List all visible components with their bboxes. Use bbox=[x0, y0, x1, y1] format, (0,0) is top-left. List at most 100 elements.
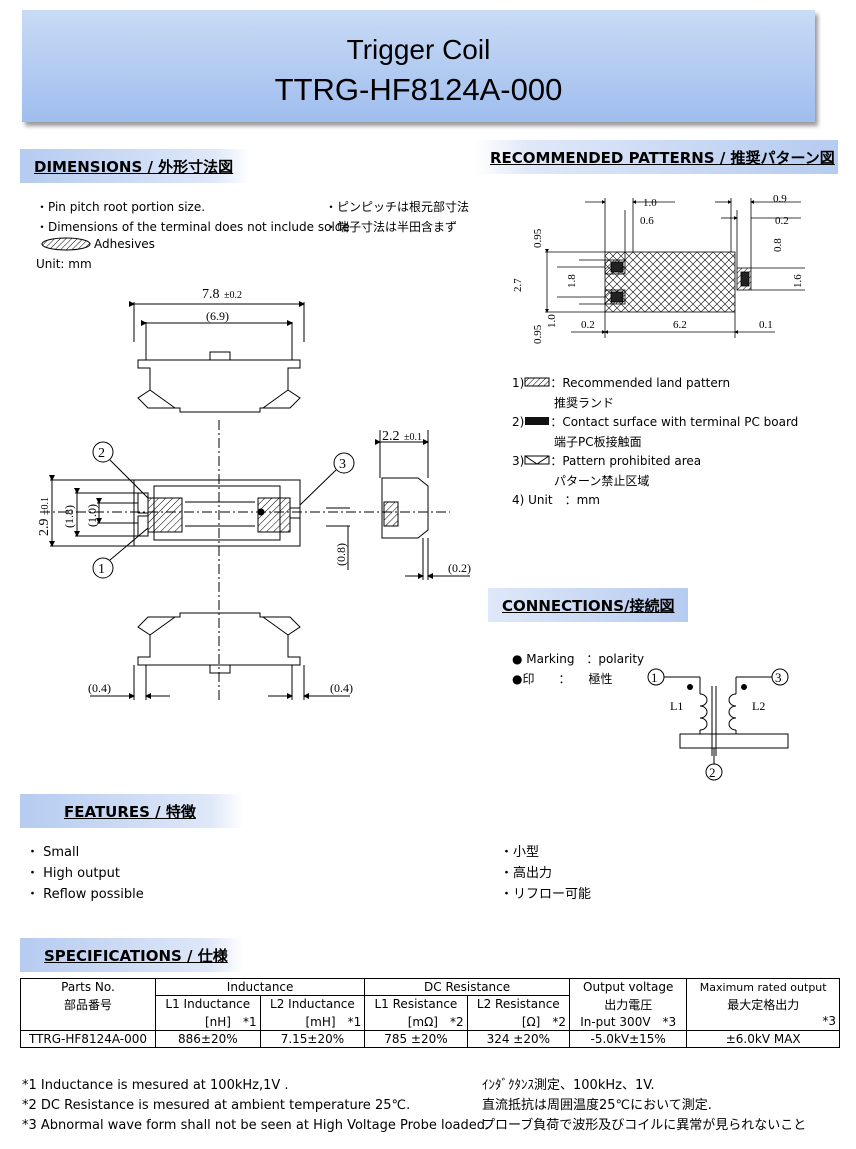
footnotes-en: *1 Inductance is mesured at 100kHz,1V . … bbox=[22, 1076, 489, 1136]
th-l2-resistance: L2 Resistance bbox=[466, 995, 571, 1013]
pat-dim-g: 1.8 bbox=[566, 274, 578, 288]
pat-dim-e: 0.95 bbox=[532, 228, 544, 248]
pin-1-label: 1 bbox=[98, 562, 105, 577]
adhesive-hatch-icon bbox=[41, 237, 91, 251]
contact-surface-icon bbox=[525, 417, 550, 425]
land-pattern-drawing: 1.0 0.6 0.9 0.2 0.95 2.7 1.8 1.0 0.95 0.… bbox=[512, 193, 805, 344]
unit-l2-resistance: [Ω] *2 bbox=[466, 1012, 571, 1031]
pattern-legend: 1)：Recommended land pattern 推奨ランド 2)：Con… bbox=[512, 376, 799, 507]
coil-l1-label: L1 bbox=[670, 699, 683, 713]
coil-l2-label: L2 bbox=[752, 699, 765, 713]
feature-item: ・ Reflow possible bbox=[26, 887, 144, 902]
conn-pin-3: 3 bbox=[775, 670, 782, 685]
th-inductance: Inductance bbox=[154, 978, 366, 996]
th-l1-inductance: L1 Inductance bbox=[155, 995, 261, 1013]
specifications-heading: SPECIFICATIONS / 仕様 bbox=[20, 938, 244, 972]
table-row: TTRG-HF8124A-000 886±20% 7.15±20% 785 ±2… bbox=[20, 1029, 840, 1048]
th-output-voltage-jp: 出力電圧 bbox=[568, 995, 688, 1013]
dim-width: 7.8 bbox=[202, 287, 220, 302]
pin-3-label: 3 bbox=[339, 457, 346, 472]
part-number: TTRG-HF8124A-000 bbox=[274, 72, 563, 107]
connections-heading: CONNECTIONS/接続図 bbox=[488, 588, 688, 622]
cell-l2-inductance: 7.15±20% bbox=[259, 1029, 366, 1048]
dim-height: 2.2 bbox=[382, 429, 400, 444]
features-heading: FEATURES / 特徴 bbox=[20, 794, 244, 828]
note-terminal: ・Dimensions of the terminal does not inc… bbox=[36, 220, 350, 234]
features-list-jp: ・小型 ・高出力 ・リフロー可能 bbox=[500, 842, 591, 905]
dimensions-heading: DIMENSIONS / 外形寸法図 bbox=[20, 149, 250, 183]
pat-dim-f: 2.7 bbox=[512, 278, 524, 292]
note-terminal-jp: ・端子寸法は半田含まず bbox=[325, 220, 458, 234]
dim-width-tol: ±0.2 bbox=[224, 290, 242, 301]
specifications-table: Parts No. Inductance DC Resistance Outpu… bbox=[20, 978, 840, 1048]
dim-04-left: (0.4) bbox=[88, 681, 111, 695]
pat-dim-a: 1.0 bbox=[643, 197, 657, 209]
note-pin-pitch: ・Pin pitch root portion size. bbox=[36, 200, 206, 214]
footnote-jp: ｲﾝﾀﾞｸﾀﾝｽ測定、100kHz、1V. bbox=[482, 1078, 655, 1093]
connection-schematic: 1 3 2 L1 L2 bbox=[647, 668, 789, 781]
th-parts-jp: 部品番号 bbox=[20, 995, 156, 1013]
pat-dim-c: 0.9 bbox=[773, 193, 787, 205]
unit-max: *3 bbox=[686, 1012, 840, 1031]
footnotes-jp: ｲﾝﾀﾞｸﾀﾝｽ測定、100kHz、1V. 直流抵抗は周囲温度25℃において測定… bbox=[482, 1076, 806, 1136]
prohibited-area-icon bbox=[524, 455, 550, 465]
dim-04-right: (0.4) bbox=[330, 681, 353, 695]
cell-max-output: ±6.0kV MAX bbox=[686, 1029, 840, 1048]
pin-2-label: 2 bbox=[98, 446, 105, 461]
conn-pin-2: 2 bbox=[709, 765, 716, 780]
dimension-drawing: 7.8 ±0.2 (6.9) 2.2 ±0.1 2.9 ±0.1 (1.8) (… bbox=[37, 287, 471, 700]
unit-l1-resistance: [mΩ] *2 bbox=[364, 1012, 468, 1031]
conn-pin-1: 1 bbox=[651, 670, 658, 685]
features-list-en: ・ Small ・ High output ・ Reflow possible bbox=[26, 842, 144, 905]
pat-dim-k: 1.6 bbox=[792, 274, 804, 288]
pat-dim-m: 6.2 bbox=[673, 319, 687, 331]
dim-02: (0.2) bbox=[448, 561, 471, 575]
pat-dim-l: 0.2 bbox=[581, 319, 595, 331]
dim-10: (1.0) bbox=[85, 504, 99, 527]
cell-l1-resistance: 785 ±20% bbox=[364, 1029, 468, 1048]
feature-item-jp: ・小型 bbox=[500, 845, 540, 860]
th-output-voltage: Output voltage bbox=[568, 978, 688, 996]
title-banner: Trigger Coil TTRG-HF8124A-000 bbox=[22, 10, 815, 122]
marking-label: ● Marking ：polarity bbox=[512, 652, 645, 666]
unit-label: Unit: mm bbox=[36, 257, 92, 271]
pat-dim-i: 0.95 bbox=[532, 324, 544, 344]
dim-18: (1.8) bbox=[62, 505, 76, 528]
patterns-heading: RECOMMENDED PATTERNS / 推奨パターン図 bbox=[474, 140, 838, 174]
dim-height-tol: ±0.1 bbox=[404, 432, 422, 443]
dim-29: 2.9 bbox=[37, 519, 52, 537]
th-parts: Parts No. bbox=[20, 978, 156, 996]
product-title: Trigger Coil bbox=[346, 34, 491, 65]
th-l1-resistance: L1 Resistance bbox=[364, 995, 468, 1013]
th-max-output: Maximum rated output bbox=[686, 978, 840, 996]
cell-output-voltage: -5.0kV±15% bbox=[568, 1029, 688, 1048]
dim-29-tol: ±0.1 bbox=[40, 497, 51, 515]
pat-dim-d: 0.2 bbox=[775, 215, 789, 227]
dim-08: (0.8) bbox=[334, 543, 348, 566]
unit-l2-inductance: [mH] *1 bbox=[259, 1012, 366, 1031]
unit-output: In-put 300V *3 bbox=[568, 1012, 688, 1031]
pat-dim-j: 0.8 bbox=[772, 238, 784, 252]
th-max-output-jp: 最大定格出力 bbox=[686, 995, 840, 1013]
pat-dim-h: 1.0 bbox=[546, 314, 558, 328]
land-pattern-icon bbox=[524, 377, 550, 387]
feature-item: ・ High output bbox=[26, 866, 121, 881]
footnote: *1 Inductance is mesured at 100kHz,1V . bbox=[22, 1078, 289, 1093]
footnote-jp: プローブ負荷で波形及びコイルに異常が見られないこと bbox=[482, 1118, 807, 1133]
feature-item-jp: ・リフロー可能 bbox=[500, 887, 592, 902]
pat-dim-b: 0.6 bbox=[640, 215, 654, 227]
cell-l2-resistance: 324 ±20% bbox=[466, 1029, 571, 1048]
th-l2-inductance: L2 Inductance bbox=[259, 995, 366, 1013]
footnote-jp: 直流抵抗は周囲温度25℃において測定. bbox=[482, 1098, 712, 1113]
feature-item: ・ Small bbox=[26, 845, 80, 860]
th-dc-resistance: DC Resistance bbox=[364, 978, 570, 996]
cell-part: TTRG-HF8124A-000 bbox=[20, 1029, 156, 1048]
cell-l1-inductance: 886±20% bbox=[155, 1029, 261, 1048]
footnote: *2 DC Resistance is mesured at ambient t… bbox=[22, 1098, 411, 1113]
note-pin-pitch-jp: ・ピンピッチは根元部寸法 bbox=[325, 200, 470, 214]
adhesives-label: Adhesives bbox=[94, 237, 155, 251]
feature-item-jp: ・高出力 bbox=[500, 866, 553, 881]
footnote: *3 Abnormal wave form shall not be seen … bbox=[22, 1118, 490, 1133]
dim-inner: (6.9) bbox=[206, 309, 229, 323]
unit-l1-inductance: [nH] *1 bbox=[155, 1012, 261, 1031]
